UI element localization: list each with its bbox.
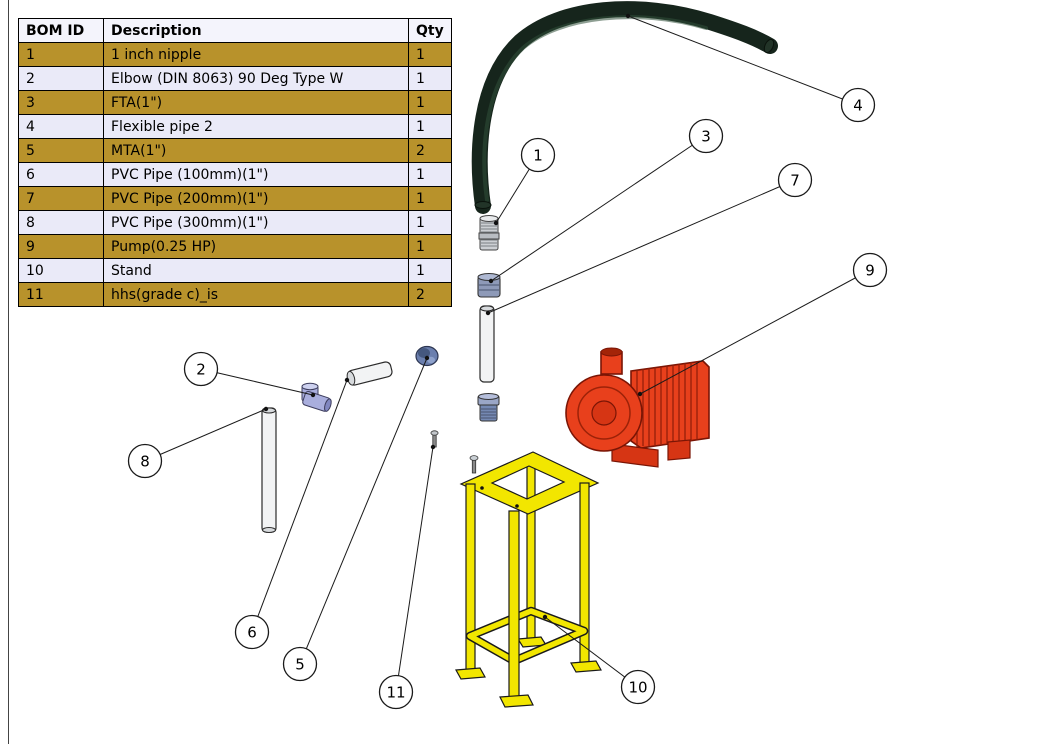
- bom-qty-cell: 1: [408, 66, 452, 91]
- callout-balloon-8: 8: [127, 443, 163, 479]
- bom-row: 2 Elbow (DIN 8063) 90 Deg Type W 1: [18, 66, 452, 91]
- bom-qty-cell: 1: [408, 114, 452, 139]
- bom-header-row: BOM ID Description Qty: [18, 18, 452, 43]
- bom-qty-cell: 1: [408, 210, 452, 235]
- callout-label-10: 10: [628, 679, 647, 697]
- bom-id-cell: 10: [18, 258, 104, 283]
- bom-row: 7 PVC Pipe (200mm)(1") 1: [18, 186, 452, 211]
- part-screw-2: [469, 455, 479, 474]
- bom-id-cell: 5: [18, 138, 104, 163]
- bom-row: 1 1 inch nipple 1: [18, 42, 452, 67]
- bom-id-cell: 4: [18, 114, 104, 139]
- callout-label-1: 1: [533, 147, 543, 165]
- bom-description-cell: Flexible pipe 2: [103, 114, 409, 139]
- callout-label-2: 2: [196, 361, 206, 379]
- callout-balloon-10: 10: [620, 669, 656, 705]
- bom-description-cell: PVC Pipe (300mm)(1"): [103, 210, 409, 235]
- bom-id-cell: 1: [18, 42, 104, 67]
- callout-balloon-2: 2: [183, 351, 219, 387]
- bom-row: 10 Stand 1: [18, 258, 452, 283]
- callout-balloon-11: 11: [378, 674, 414, 710]
- callout-label-4: 4: [853, 97, 863, 115]
- bom-header-id: BOM ID: [18, 18, 104, 43]
- bom-row: 11 hhs(grade c)_is 2: [18, 282, 452, 307]
- bom-qty-cell: 1: [408, 90, 452, 115]
- bom-description-cell: MTA(1"): [103, 138, 409, 163]
- callout-balloon-3: 3: [688, 118, 724, 154]
- bom-table: BOM ID Description Qty 1 1 inch nipple 1…: [18, 18, 452, 307]
- bom-description-cell: PVC Pipe (200mm)(1"): [103, 186, 409, 211]
- bom-id-cell: 7: [18, 186, 104, 211]
- bom-qty-cell: 1: [408, 186, 452, 211]
- part-pump: [565, 347, 710, 468]
- bom-row: 3 FTA(1") 1: [18, 90, 452, 115]
- bom-qty-cell: 1: [408, 42, 452, 67]
- bom-id-cell: 2: [18, 66, 104, 91]
- bom-qty-cell: 1: [408, 162, 452, 187]
- bom-id-cell: 9: [18, 234, 104, 259]
- bom-qty-cell: 1: [408, 234, 452, 259]
- bom-header-description: Description: [103, 18, 409, 43]
- sheet-left-border: [8, 0, 9, 744]
- bom-description-cell: Elbow (DIN 8063) 90 Deg Type W: [103, 66, 409, 91]
- leader-lines: [144, 13, 871, 693]
- part-pvc-pipe-100: [346, 361, 393, 386]
- part-mta-1: [477, 393, 500, 422]
- bom-qty-cell: 2: [408, 138, 452, 163]
- bom-description-cell: PVC Pipe (100mm)(1"): [103, 162, 409, 187]
- bom-row: 5 MTA(1") 2: [18, 138, 452, 163]
- bom-id-cell: 11: [18, 282, 104, 307]
- part-nipple: [478, 215, 500, 251]
- callout-label-6: 6: [247, 624, 257, 642]
- bom-row: 8 PVC Pipe (300mm)(1") 1: [18, 210, 452, 235]
- callouts: 1 2 3 4 5 6 7: [127, 87, 888, 710]
- bom-id-cell: 8: [18, 210, 104, 235]
- part-elbow: [301, 382, 332, 412]
- bom-qty-cell: 1: [408, 258, 452, 283]
- bom-description-cell: 1 inch nipple: [103, 42, 409, 67]
- bom-id-cell: 6: [18, 162, 104, 187]
- part-pvc-pipe-200: [479, 305, 495, 383]
- part-stand: [455, 451, 602, 708]
- callout-label-8: 8: [140, 453, 150, 471]
- bom-description-cell: FTA(1"): [103, 90, 409, 115]
- bom-row: 9 Pump(0.25 HP) 1: [18, 234, 452, 259]
- callout-balloon-4: 4: [840, 87, 876, 123]
- bom-description-cell: hhs(grade c)_is: [103, 282, 409, 307]
- callout-balloon-6: 6: [234, 614, 270, 650]
- callout-label-5: 5: [295, 656, 305, 674]
- bom-row: 4 Flexible pipe 2 1: [18, 114, 452, 139]
- callout-balloon-5: 5: [282, 646, 318, 682]
- bom-id-cell: 3: [18, 90, 104, 115]
- part-flexible-pipe: [471, 1, 778, 214]
- bom-header-qty: Qty: [408, 18, 452, 43]
- callout-balloon-1: 1: [520, 137, 556, 173]
- callout-label-3: 3: [701, 128, 711, 146]
- callout-label-7: 7: [790, 172, 800, 190]
- part-screw-1: [430, 430, 439, 448]
- callout-label-11: 11: [386, 684, 405, 702]
- part-pvc-pipe-300: [261, 407, 277, 533]
- callout-balloon-7: 7: [777, 162, 813, 198]
- callout-label-9: 9: [865, 262, 875, 280]
- callout-balloon-9: 9: [852, 252, 888, 288]
- bom-row: 6 PVC Pipe (100mm)(1") 1: [18, 162, 452, 187]
- bom-description-cell: Stand: [103, 258, 409, 283]
- bom-description-cell: Pump(0.25 HP): [103, 234, 409, 259]
- bom-qty-cell: 2: [408, 282, 452, 307]
